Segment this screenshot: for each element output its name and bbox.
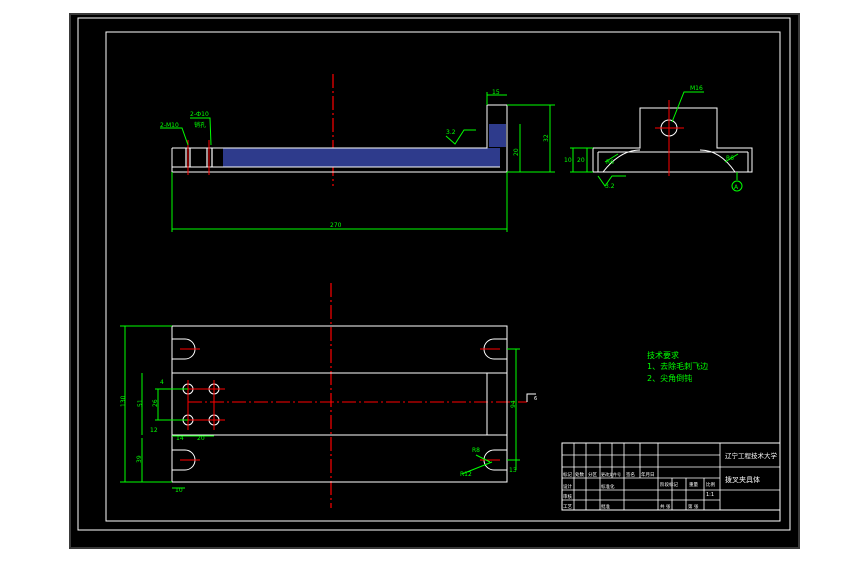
top-dim-13-text: 13 [509,467,517,474]
leader-slot-d [461,461,493,475]
side-arc-left [602,149,641,173]
tb-label-weight: 重量 [689,481,698,488]
tb-label-stage: 阶段标记 [660,481,678,488]
dim-overall-length-text: 270 [330,222,342,229]
front-tab-hatch [489,124,506,147]
side-surface-finish-text: 3.2 [605,183,615,190]
tb-label-count: 处数 [575,471,584,478]
dim-tab-width-text: 15 [492,89,500,96]
tb-label-ratio: 比例 [706,481,715,488]
side-r-right: R6 [726,155,734,162]
leader-hole-right [190,117,212,146]
notes-item-2: 2、尖角倒钝 [647,373,692,383]
top-dim-39-text: 39 [136,455,143,463]
leader-r-right [724,153,739,163]
side-view: M16 10 20 R6 R6 3.2 A [564,85,753,192]
top-dim-overall-text: 130 [120,395,127,407]
side-arc-right [699,149,736,173]
datum-label: A [734,184,739,191]
dim-tab-height-text: 32 [543,134,550,142]
angle-mark [526,393,536,402]
top-slot-d-text: R12 [460,471,472,478]
tb-label-approve: 批准 [601,503,610,510]
sheet-inner-border [105,31,781,522]
top-dim-26-text: 26 [152,399,159,407]
tb-label-review: 审核 [563,493,572,500]
tb-label-sign: 签名 [626,471,635,478]
side-r-left: R6 [606,159,614,166]
tb-school: 辽宁工程技术大学 [725,451,778,460]
title-block-frame [561,442,781,511]
top-slot-r-text: R8 [472,447,480,454]
front-body-hatch [223,148,500,167]
surface-finish-value: 3.2 [446,129,456,136]
side-dim-2-text: 20 [577,157,585,164]
sheet-border [77,17,791,531]
top-dim-10-text: 10 [175,487,183,494]
tb-label-change: 更改文件号 [601,471,621,477]
top-dim-51-text: 51 [137,399,144,407]
side-outline [592,107,753,173]
top-dim-12-text: 12 [150,427,158,434]
leader-hole-left [160,127,189,146]
datum-symbol [731,180,743,192]
leader-thread [671,91,704,123]
label-hole-right: 2-Ф10 [190,111,209,118]
tb-label-process: 工艺 [563,504,572,510]
top-dim-94-text: 94 [510,400,517,408]
surface-finish-symbol [445,129,476,145]
tb-label-standard: 标准化 [601,483,615,490]
label-hole-right-note: 销孔 [194,121,206,129]
title-block: 辽宁工程技术大学 拨叉夹具体 1:1 标记 处数 分区 更改文件号 签名 年月日… [561,442,781,511]
notes-item-1: 1、去除毛刺飞边 [647,361,708,371]
leader-slot-r [475,454,491,463]
tb-scale: 1:1 [706,492,714,498]
top-dim-14-text: 14 [176,435,184,442]
tb-label-date: 年月日 [641,471,655,478]
dim-body-height-text: 20 [513,148,520,156]
top-angle-text: 6 [534,396,537,402]
tb-label-zone: 分区 [588,471,597,478]
tb-part-name: 拨叉夹具体 [725,475,760,484]
technical-notes: 技术要求 1、去除毛刺飞边 2、尖角倒钝 [647,350,708,383]
side-dim-left-text: 10 [564,157,572,164]
front-view: 2-M10 2-Ф10 销孔 3.2 270 15 32 20 [160,74,555,232]
top-inner-slot [171,372,508,436]
drawing-canvas [71,15,798,547]
notes-title: 技术要求 [647,350,679,360]
leader-r-left [604,153,619,163]
label-thread: M16 [690,85,703,92]
label-hole-left: 2-M10 [160,122,179,129]
tb-label-sheet: 第 张 [688,503,699,510]
top-dim-4-text: 4 [160,379,164,386]
tb-label-design: 设计 [563,483,572,490]
side-surface-finish [597,175,626,187]
top-dim-20-text: 20 [197,435,205,442]
top-view: 130 51 39 26 4 12 14 20 10 94 6 R8 R12 1… [120,283,537,508]
tb-label-total: 共 张 [660,503,671,510]
tb-label-mark: 标记 [563,471,572,478]
